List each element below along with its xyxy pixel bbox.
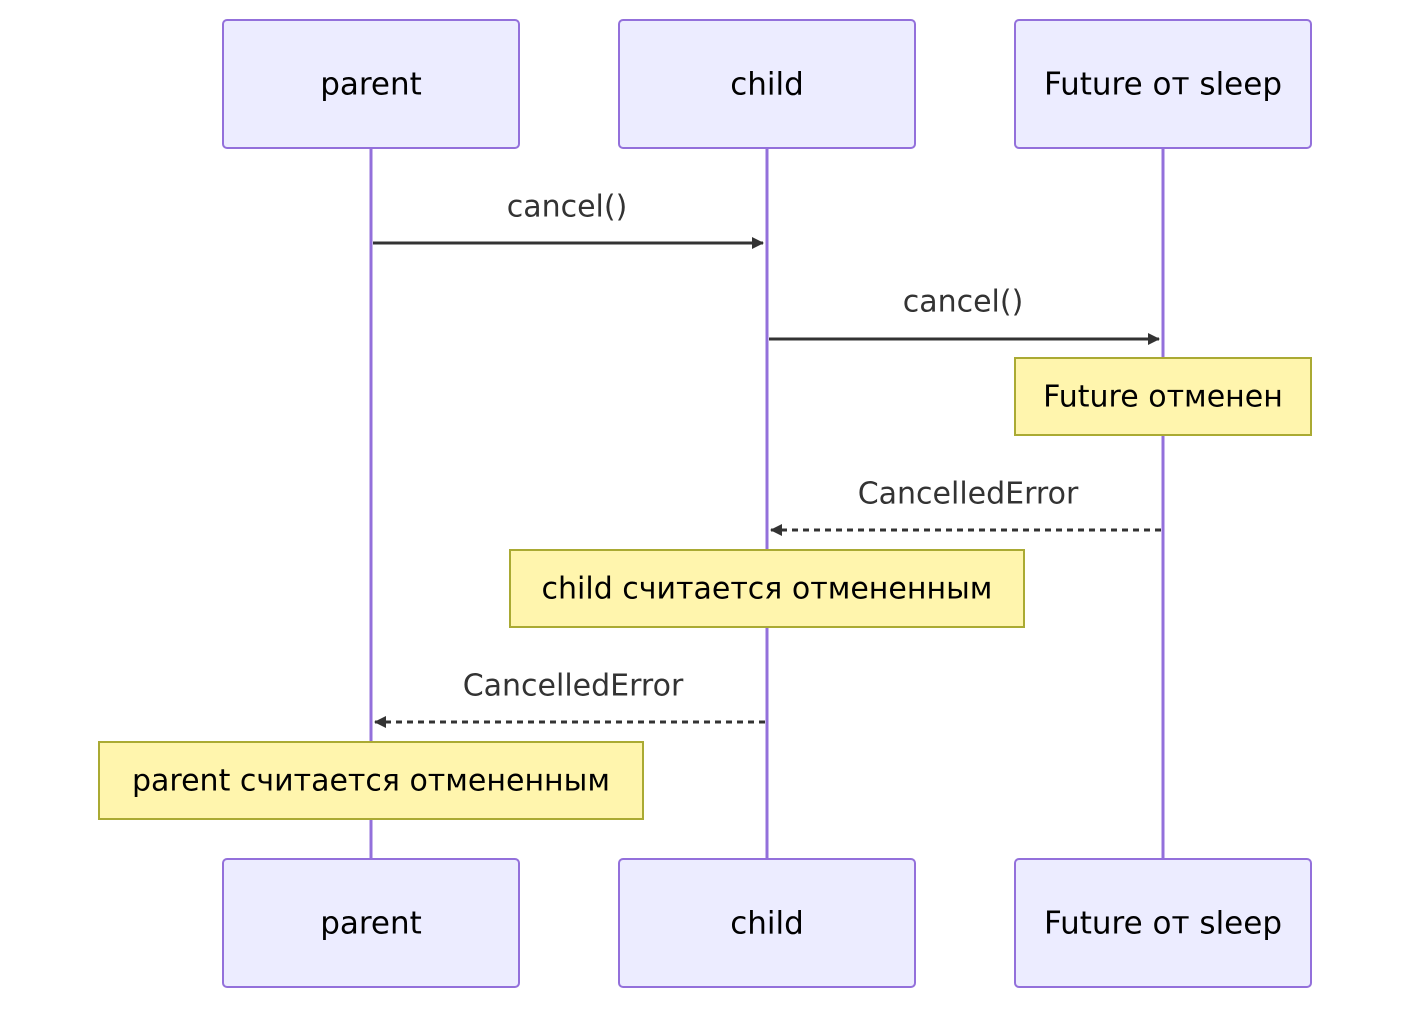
note-parent-cancelled: parent считается отмененным <box>98 741 644 820</box>
actor-child-bottom-label: child <box>730 906 804 942</box>
actor-future-bottom-label: Future от sleep <box>1044 906 1282 942</box>
message-1-label: cancel() <box>507 190 628 225</box>
note-future-cancelled-text: Future отменен <box>1043 380 1283 415</box>
actor-parent-bottom: parent <box>222 858 520 988</box>
note-child-cancelled: child считается отмененным <box>509 549 1025 628</box>
message-future-to-child-error: CancelledError <box>770 477 1161 536</box>
message-2-label: cancel() <box>903 285 1024 320</box>
actor-child-bottom: child <box>618 858 916 988</box>
actor-future-top: Future от sleep <box>1014 19 1312 149</box>
note-child-cancelled-text: child считается отмененным <box>542 572 993 607</box>
actor-parent-bottom-label: parent <box>320 906 422 942</box>
actor-parent-top-label: parent <box>320 67 422 103</box>
message-child-to-future-cancel: cancel() <box>769 285 1160 345</box>
message-parent-to-child-cancel: cancel() <box>373 190 764 249</box>
actor-child-top: child <box>618 19 916 149</box>
message-4-label: CancelledError <box>463 669 684 704</box>
actor-parent-top: parent <box>222 19 520 149</box>
actor-future-top-label: Future от sleep <box>1044 67 1282 103</box>
actor-child-top-label: child <box>730 67 804 103</box>
message-child-to-parent-error: CancelledError <box>374 669 765 728</box>
actor-future-bottom: Future от sleep <box>1014 858 1312 988</box>
note-future-cancelled: Future отменен <box>1014 357 1312 436</box>
message-3-label: CancelledError <box>858 477 1079 512</box>
note-parent-cancelled-text: parent считается отмененным <box>132 764 610 799</box>
